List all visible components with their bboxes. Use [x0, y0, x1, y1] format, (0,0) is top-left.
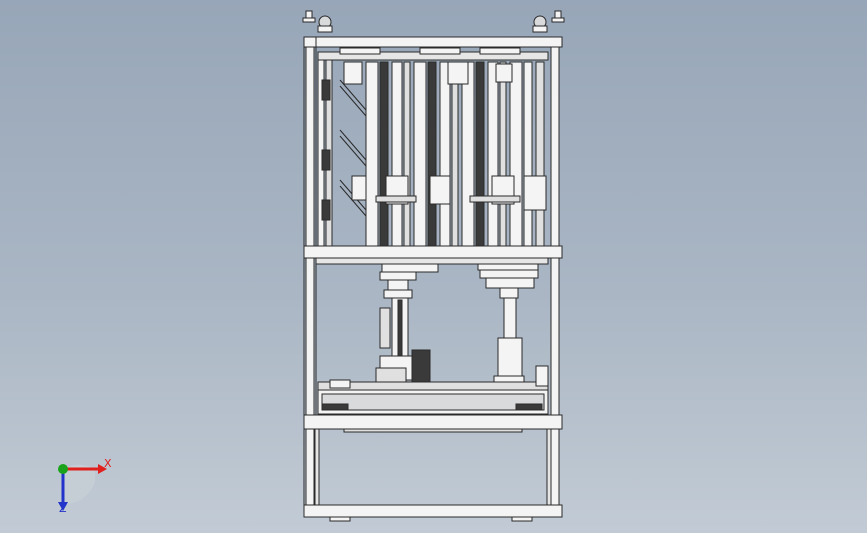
leveling-foot-left	[302, 10, 333, 33]
base-conveyor	[317, 365, 549, 433]
coordinate-triad	[58, 464, 107, 511]
axis-label-z: Z	[59, 502, 67, 515]
bottom-feet	[329, 516, 533, 522]
left-brace-assembly	[317, 59, 367, 247]
leveling-foot-right	[532, 10, 565, 33]
outer-frame	[303, 36, 563, 518]
right-lower-actuator	[479, 269, 539, 389]
upper-vertical-modules	[343, 61, 547, 247]
top-mounting-plate	[317, 47, 549, 61]
axis-label-x: X	[104, 457, 112, 470]
left-lower-actuator	[375, 271, 431, 387]
